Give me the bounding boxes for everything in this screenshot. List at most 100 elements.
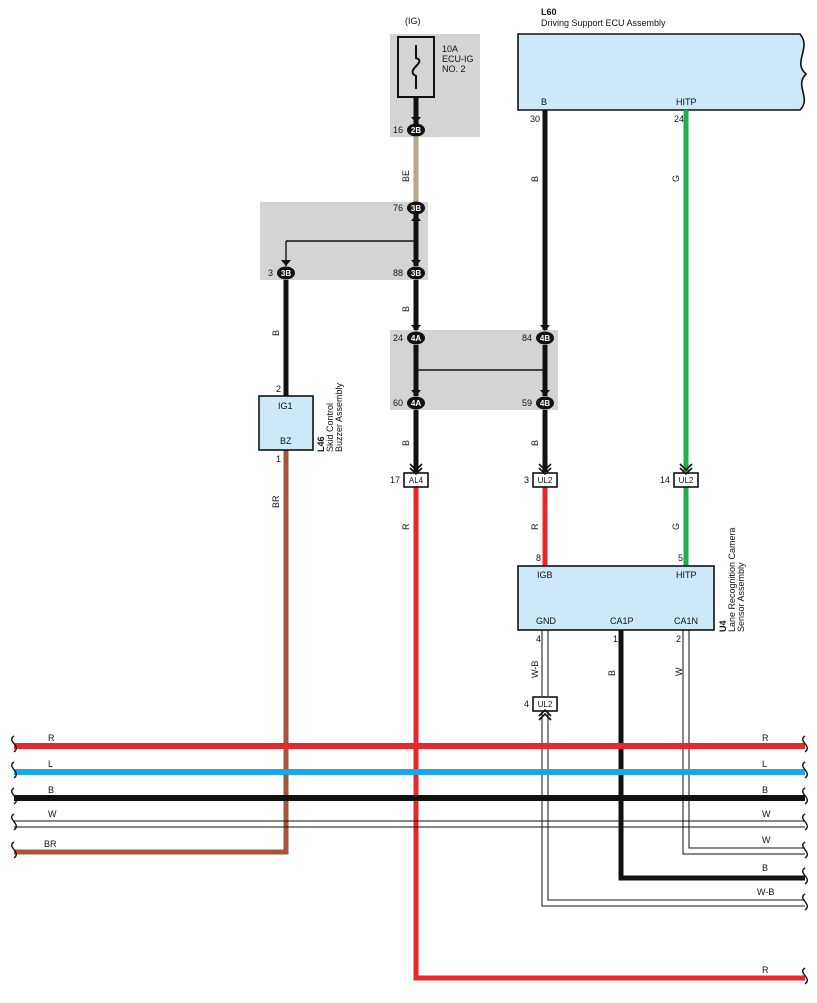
wire-r2 — [413, 487, 805, 981]
right-label-l: L — [762, 759, 767, 769]
l60-pin-b-label: B — [541, 97, 547, 107]
wire-label-br: BR — [271, 495, 281, 508]
arrow-down-icon — [540, 390, 550, 396]
arrow-up-icon — [538, 708, 552, 721]
connector-pin: 76 — [393, 203, 403, 213]
connector-pin: 17 — [390, 475, 400, 485]
splice-4a — [413, 367, 419, 373]
wire-label-r2: R — [401, 523, 411, 530]
arrow-down-icon — [411, 260, 421, 266]
connector-id: UL2 — [538, 700, 553, 709]
connector-pin: 16 — [393, 125, 403, 135]
right-label-r-top: R — [762, 733, 769, 743]
wire-label-be: BE — [401, 170, 411, 182]
right-label-b-top: B — [762, 785, 768, 795]
u4-pin4: 4 — [536, 634, 541, 644]
ig-label: (IG) — [405, 16, 421, 26]
connector-4a-pin24: 4A 24 — [393, 331, 425, 345]
arrow-down-icon — [411, 325, 421, 331]
connector-id: 4A — [411, 399, 421, 408]
right-label-b-low: B — [762, 863, 768, 873]
arrow-down-icon — [281, 260, 291, 266]
connector-id: AL4 — [409, 476, 424, 485]
connector-4a-pin60: 4A 60 — [393, 396, 425, 410]
u4-pin-igb-label: IGB — [537, 570, 553, 580]
l46-name-line1: Skid Control — [325, 403, 335, 452]
u4-camera-box — [517, 565, 715, 631]
fuse-element-icon — [411, 45, 421, 89]
right-label-wb: W-B — [757, 887, 774, 897]
wire-b6 — [618, 630, 805, 881]
bus-label-br: BR — [44, 839, 57, 849]
l46-buzzer-box — [258, 395, 314, 451]
u4-pin5: 5 — [678, 553, 683, 563]
u4-pin-ca1n-label: CA1N — [674, 616, 698, 626]
u4-pin-gnd-label: GND — [536, 616, 557, 626]
connector-pin: 4 — [524, 699, 529, 709]
connector-pin: 59 — [522, 398, 532, 408]
bus-label-b: B — [48, 785, 54, 795]
connector-3b-pin88: 3B 88 — [393, 266, 425, 280]
wire-label-b2: B — [401, 306, 411, 312]
arrow-down-icon — [411, 117, 421, 123]
wire-label-b6: B — [607, 670, 617, 676]
l46-code: L46 — [316, 436, 326, 452]
right-label-w2: W — [762, 835, 771, 845]
connector-pin: 14 — [660, 475, 670, 485]
connector-2b-pin16: 2B 16 — [393, 123, 425, 137]
arrow-down-icon — [538, 463, 552, 476]
connector-pin: 60 — [393, 398, 403, 408]
fuse-name-line2: NO. 2 — [442, 64, 466, 74]
wire-label-b3: B — [530, 176, 540, 182]
wire-label-r1: R — [530, 523, 540, 530]
connector-id: UL2 — [538, 476, 553, 485]
connector-id: 3B — [411, 269, 421, 278]
connector-id: 3B — [281, 269, 291, 278]
l60-code: L60 — [541, 7, 557, 17]
arrow-down-icon — [409, 463, 423, 476]
l46-pin-ig1-label: IG1 — [278, 401, 293, 411]
bus-break-right — [802, 735, 808, 985]
l46-pin2: 2 — [276, 384, 281, 394]
connector-3b-pin3: 3B 3 — [268, 266, 295, 280]
fuse-name-line1: ECU-IG — [442, 54, 474, 64]
u4-pin1: 1 — [613, 634, 618, 644]
connector-id: 2B — [411, 126, 421, 135]
connector-pin: 88 — [393, 268, 403, 278]
connector-id: 4A — [411, 334, 421, 343]
arrow-up-icon — [411, 215, 421, 221]
wire-w-a — [682, 630, 805, 855]
l46-pin-bz-label: BZ — [280, 436, 292, 446]
connector-4b-pin84: 4B 84 — [522, 331, 554, 345]
arrow-down-icon — [540, 325, 550, 331]
bus-label-r: R — [48, 733, 55, 743]
wire-label-wb: W-B — [530, 661, 540, 678]
wire-wb-lower-a — [541, 712, 805, 907]
connector-pin: 3 — [524, 475, 529, 485]
connector-pin: 84 — [522, 333, 532, 343]
connector-id: 3B — [411, 204, 421, 213]
connector-pin: 24 — [393, 333, 403, 343]
bus-label-w: W — [48, 809, 57, 819]
right-label-r-bottom: R — [762, 965, 769, 975]
bus-label-l: L — [48, 759, 53, 769]
bus-break-left — [11, 735, 17, 859]
l60-pin-hitp-label: HITP — [676, 97, 697, 107]
wire-label-g1: G — [671, 175, 681, 182]
connector-3b-pin76: 3B 76 — [393, 201, 425, 215]
wire-label-b5: B — [530, 440, 540, 446]
splice-4b — [542, 367, 548, 373]
u4-pin-ca1p-label: CA1P — [610, 616, 634, 626]
wire-br — [14, 450, 289, 855]
connector-pin: 3 — [268, 268, 273, 278]
wire-w-b — [688, 630, 805, 849]
u4-pin2: 2 — [676, 634, 681, 644]
l60-pin24: 24 — [674, 114, 684, 124]
u4-pin-hitp-label: HITP — [676, 570, 697, 580]
connector-id: 4B — [540, 334, 550, 343]
l60-ecu-box — [517, 33, 808, 111]
connector-ul2-pin4: UL2 4 — [524, 696, 558, 712]
arrow-down-icon — [411, 390, 421, 396]
